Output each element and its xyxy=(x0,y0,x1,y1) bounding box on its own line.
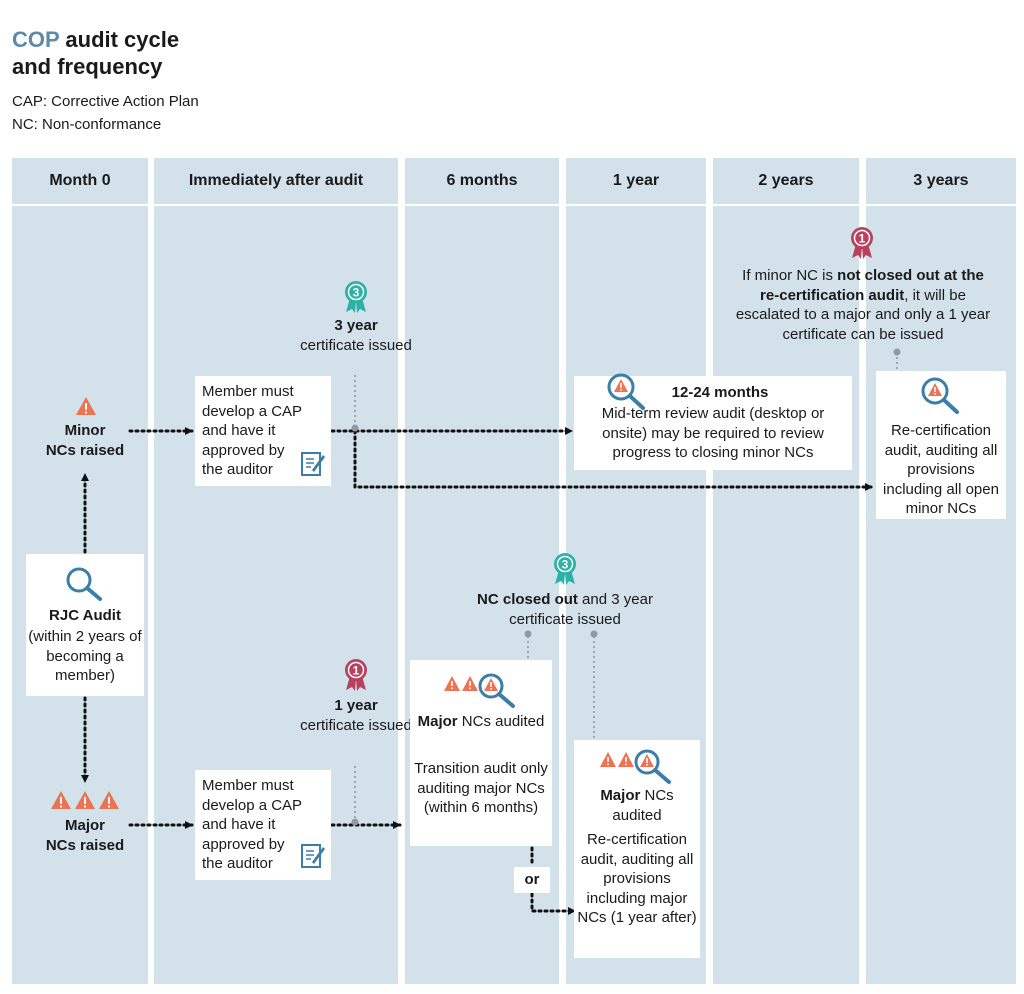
badge-1-icon: 1 xyxy=(345,659,367,691)
column-header: Immediately after audit xyxy=(154,158,398,206)
title-line1: audit cycle xyxy=(59,27,180,52)
legend-cap: CAP: Corrective Action Plan xyxy=(12,93,199,110)
badge-3-icon: 3 xyxy=(554,553,576,585)
column-6months: 6 months xyxy=(405,158,559,984)
cap-text: Member must develop a CAP and have it ap… xyxy=(202,383,302,478)
warning-icon xyxy=(76,397,96,415)
transition-body: Transition audit only auditing major NCs… xyxy=(414,760,548,816)
rjc-audit-box xyxy=(26,554,144,696)
column-3years: 3 years xyxy=(866,158,1016,984)
magnifier-icon xyxy=(66,567,102,601)
column-2years: 2 years xyxy=(713,158,859,984)
warnings-magnifier-icon xyxy=(444,673,515,708)
magnifier-warning-icon xyxy=(921,377,959,414)
or-label: or xyxy=(514,867,550,893)
column-header: 6 months xyxy=(405,158,559,206)
svg-text:1: 1 xyxy=(353,664,360,678)
document-edit-icon xyxy=(301,844,325,868)
recert-major-box xyxy=(574,740,700,958)
warning-icons-group xyxy=(50,790,120,815)
column-header: Month 0 xyxy=(12,158,148,206)
magnifier-warning-icon xyxy=(607,373,645,410)
column-header: 1 year xyxy=(566,158,706,206)
column-header: 3 years xyxy=(866,158,1016,206)
warnings-magnifier-icon xyxy=(600,749,671,784)
svg-text:3: 3 xyxy=(353,286,360,300)
nc-closed-label: NC closed out and 3 year certificate iss… xyxy=(477,591,653,628)
recert-minor-body: Re-certification audit, auditing all pro… xyxy=(883,422,999,517)
svg-text:3: 3 xyxy=(562,558,569,572)
badge-1-icon: 1 xyxy=(851,227,873,259)
legend-nc: NC: Non-conformance xyxy=(12,116,162,133)
cap-box-minor: Member must develop a CAP and have it ap… xyxy=(195,376,331,486)
rjc-audit-body: (within 2 years of becoming a member) xyxy=(28,628,142,684)
escalation-note: If minor NC is not closed out at the re-… xyxy=(735,267,991,343)
badge-3-icon: 3 xyxy=(345,281,367,313)
recert-major-body: Re-certification audit, auditing all pro… xyxy=(577,831,697,926)
recert-major-title: Major NCs audited xyxy=(600,787,674,824)
midterm-body: Mid-term review audit (desktop or onsite… xyxy=(601,405,825,461)
title-line2: and frequency xyxy=(12,54,163,79)
cap-text: Member must develop a CAP and have it ap… xyxy=(202,777,302,872)
svg-text:1: 1 xyxy=(859,232,866,246)
midterm-title: 12-24 months xyxy=(671,384,769,401)
page-title: COP audit cycle and frequency xyxy=(12,26,179,80)
transition-title: Major NCs audited xyxy=(417,713,545,730)
document-edit-icon xyxy=(301,452,325,476)
column-header: 2 years xyxy=(713,158,859,206)
title-accent: COP xyxy=(12,27,60,52)
rjc-audit-title: RJC Audit xyxy=(49,607,121,624)
